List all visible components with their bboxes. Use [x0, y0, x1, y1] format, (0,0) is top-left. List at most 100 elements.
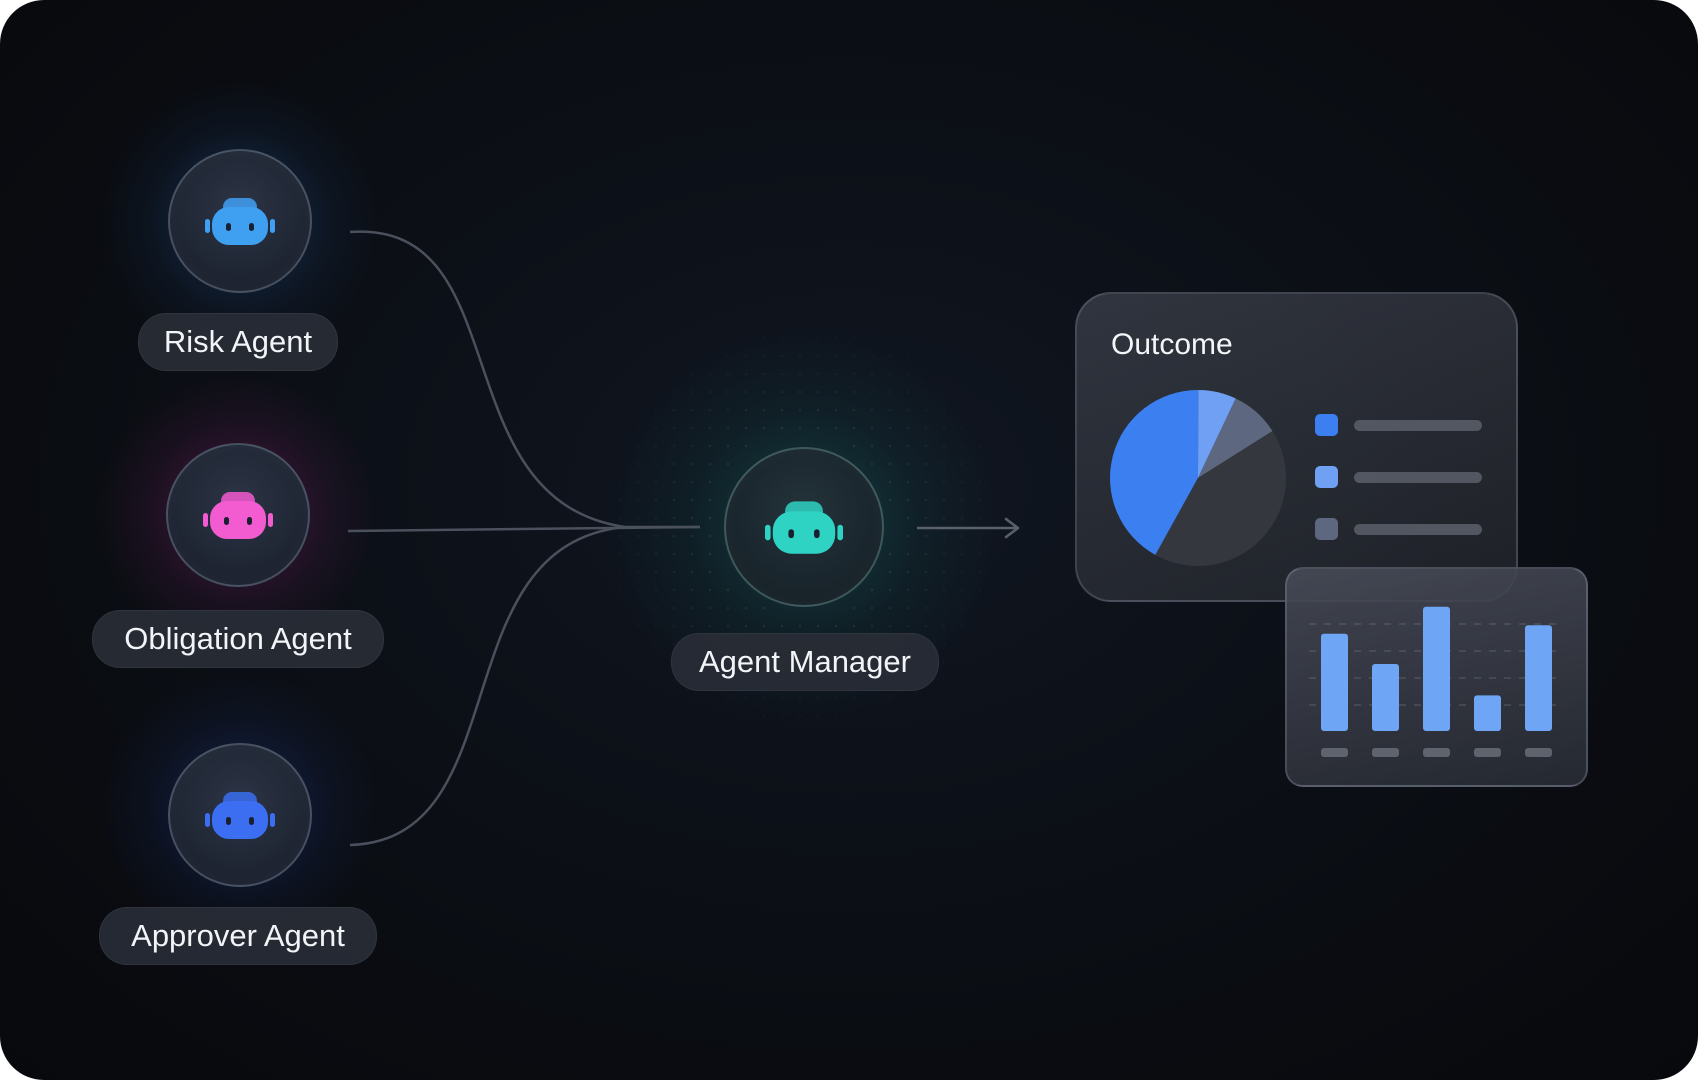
grid-dot: [690, 372, 694, 376]
grid-dot: [726, 444, 730, 448]
grid-dot: [654, 426, 658, 430]
grid-dot: [942, 444, 946, 448]
bar: [1423, 606, 1450, 731]
grid-dot: [618, 516, 622, 520]
legend-line: [1354, 472, 1482, 483]
grid-dot: [906, 516, 910, 520]
grid-dot: [870, 408, 874, 412]
bar-chart-card: [1285, 567, 1588, 787]
grid-dot: [871, 715, 874, 718]
grid-dot: [960, 552, 964, 556]
grid-dot: [907, 337, 910, 340]
grid-dot: [726, 696, 730, 700]
grid-dot: [870, 588, 874, 592]
grid-dot: [979, 625, 982, 628]
grid-dot: [637, 373, 640, 376]
grid-dot: [889, 337, 892, 340]
grid-dot: [672, 444, 676, 448]
grid-dot: [888, 462, 892, 466]
grid-dot: [672, 606, 676, 610]
grid-dot: [906, 588, 910, 592]
grid-dot: [835, 319, 838, 322]
grid-dot: [798, 408, 802, 412]
grid-dot: [853, 337, 856, 340]
grid-dot: [888, 372, 892, 376]
grid-dot: [654, 606, 658, 610]
bar: [1525, 625, 1552, 731]
grid-dot: [816, 354, 820, 358]
grid-dot: [816, 624, 820, 628]
grid-dot: [636, 516, 640, 520]
grid-dot: [654, 462, 658, 466]
approver-agent-node[interactable]: [168, 743, 312, 887]
grid-dot: [906, 480, 910, 484]
grid-dot: [709, 733, 712, 736]
grid-dot: [888, 426, 892, 430]
grid-dot: [1015, 535, 1018, 538]
risk-agent-node[interactable]: [168, 149, 312, 293]
grid-dot: [726, 624, 730, 628]
grid-dot: [960, 534, 964, 538]
grid-dot: [619, 589, 622, 592]
grid-dot: [636, 480, 640, 484]
agent-manager-label: Agent Manager: [671, 633, 939, 691]
grid-dot: [619, 661, 622, 664]
grid-dot: [762, 624, 766, 628]
grid-dot: [942, 498, 946, 502]
robot-icon: [205, 792, 275, 839]
grid-dot: [780, 426, 784, 430]
grid-dot: [798, 372, 802, 376]
obligation-agent-node[interactable]: [166, 443, 310, 587]
grid-dot: [654, 624, 658, 628]
grid-dot: [708, 498, 712, 502]
grid-dot: [780, 390, 784, 394]
grid-dot: [960, 480, 964, 484]
pie-slice: [1155, 431, 1286, 566]
grid-dot: [744, 624, 748, 628]
grid-dot: [727, 319, 730, 322]
grid-dot: [708, 408, 712, 412]
grid-dot: [762, 390, 766, 394]
grid-dot: [997, 643, 1000, 646]
grid-dot: [979, 643, 982, 646]
grid-dot: [817, 751, 820, 754]
grid-dot: [726, 426, 730, 430]
agent-manager-node[interactable]: [724, 447, 884, 607]
grid-dot: [870, 372, 874, 376]
grid-dot: [906, 498, 910, 502]
grid-dot: [655, 661, 658, 664]
grid-dot: [654, 408, 658, 412]
grid-dot: [960, 570, 964, 574]
grid-dot: [708, 588, 712, 592]
legend-swatch: [1315, 466, 1338, 488]
grid-dot: [852, 408, 856, 412]
grid-dot: [906, 606, 910, 610]
grid-dot: [690, 552, 694, 556]
grid-dot: [690, 516, 694, 520]
grid-dot: [673, 337, 676, 340]
grid-dot: [942, 426, 946, 430]
grid-dot: [853, 715, 856, 718]
bar-tick-label: [1372, 748, 1399, 757]
grid-dot: [925, 697, 928, 700]
grid-dot: [1015, 517, 1018, 520]
grid-dot: [708, 624, 712, 628]
grid-dot: [690, 534, 694, 538]
grid-dot: [708, 480, 712, 484]
grid-dot: [780, 408, 784, 412]
grid-dot: [672, 552, 676, 556]
grid-dot: [762, 354, 766, 358]
grid-dot: [817, 319, 820, 322]
grid-dot: [1015, 553, 1018, 556]
bar: [1474, 695, 1501, 731]
grid-dot: [925, 715, 928, 718]
grid-dot: [745, 733, 748, 736]
grid-dot: [924, 570, 928, 574]
grid-dot: [798, 336, 802, 340]
approver-connector: [349, 525, 626, 847]
grid-dot: [636, 462, 640, 466]
grid-dot: [979, 427, 982, 430]
grid-dot: [654, 444, 658, 448]
grid-dot: [852, 606, 856, 610]
grid-dot: [852, 696, 856, 700]
